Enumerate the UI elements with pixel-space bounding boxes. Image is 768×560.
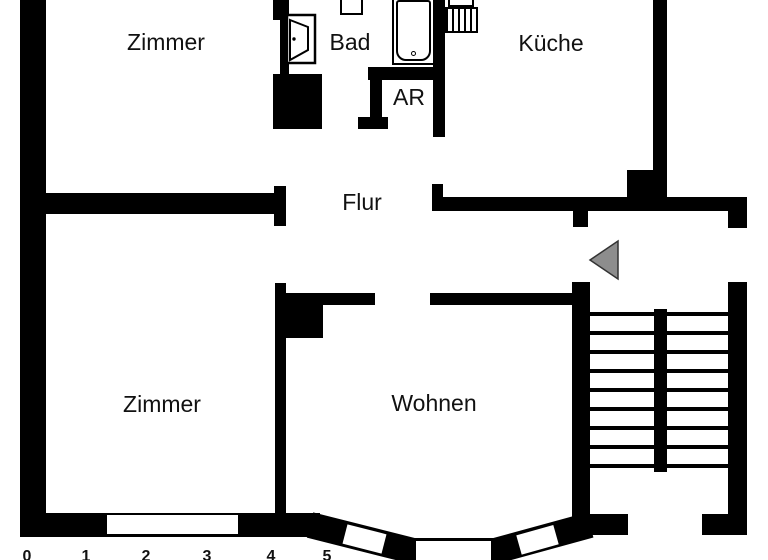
wall-stair-stub-left bbox=[588, 514, 628, 535]
wall-kueche-right bbox=[653, 0, 667, 197]
wall-zimmer-divider bbox=[46, 193, 285, 214]
wall-ar-foot bbox=[358, 117, 388, 129]
wall-bad-left bbox=[280, 15, 289, 75]
room-label-ar: AR bbox=[393, 84, 425, 110]
entrance-arrow-icon bbox=[588, 239, 619, 281]
wall-left-outer bbox=[20, 0, 46, 537]
room-label-bad: Bad bbox=[329, 29, 371, 55]
wall-south-band bbox=[437, 197, 747, 211]
room-label-zimmer-bottom: Zimmer bbox=[123, 391, 201, 417]
door-icon bbox=[285, 13, 317, 65]
room-label-zimmer-top: Zimmer bbox=[127, 29, 205, 55]
scale-tick-4: 4 bbox=[266, 548, 276, 560]
bathtub-drain-icon bbox=[411, 51, 416, 56]
stair-divider bbox=[654, 309, 667, 472]
room-label-wohnen: Wohnen bbox=[391, 390, 477, 416]
bathtub-inner bbox=[396, 0, 431, 61]
scale-tick-2: 2 bbox=[141, 548, 151, 560]
wall-stair-left bbox=[572, 282, 590, 535]
stair-treads-right bbox=[667, 312, 728, 472]
wall-stair-right bbox=[728, 282, 747, 535]
wall-bad-pier bbox=[273, 74, 322, 129]
stair-treads-left bbox=[590, 312, 654, 472]
room-label-flur: Flur bbox=[342, 189, 382, 215]
scale-tick-0: 0 bbox=[22, 548, 32, 560]
wall-entrance-cap-right bbox=[728, 205, 747, 228]
wall-divider-cap bbox=[274, 186, 286, 226]
toilet-icon bbox=[340, 0, 363, 15]
wall-entrance-cap-left bbox=[573, 205, 588, 227]
wall-kueche-step bbox=[627, 170, 653, 197]
wall-zimmer2-right bbox=[275, 283, 286, 513]
wall-wohnen-top-right bbox=[430, 293, 573, 305]
room-label-kueche: Küche bbox=[518, 30, 584, 56]
wall-ar-left bbox=[370, 80, 382, 117]
kitchen-appliance-icon bbox=[448, 0, 474, 7]
wall-stair-stub-right bbox=[702, 514, 737, 535]
wall-bad-ar bbox=[368, 67, 445, 80]
scale-tick-1: 1 bbox=[81, 548, 91, 560]
scale-tick-3: 3 bbox=[202, 548, 212, 560]
window bbox=[107, 515, 238, 534]
kitchen-sink-icon bbox=[444, 7, 478, 33]
wall-kueche-left bbox=[433, 0, 445, 137]
scale-tick-5: 5 bbox=[322, 548, 332, 560]
